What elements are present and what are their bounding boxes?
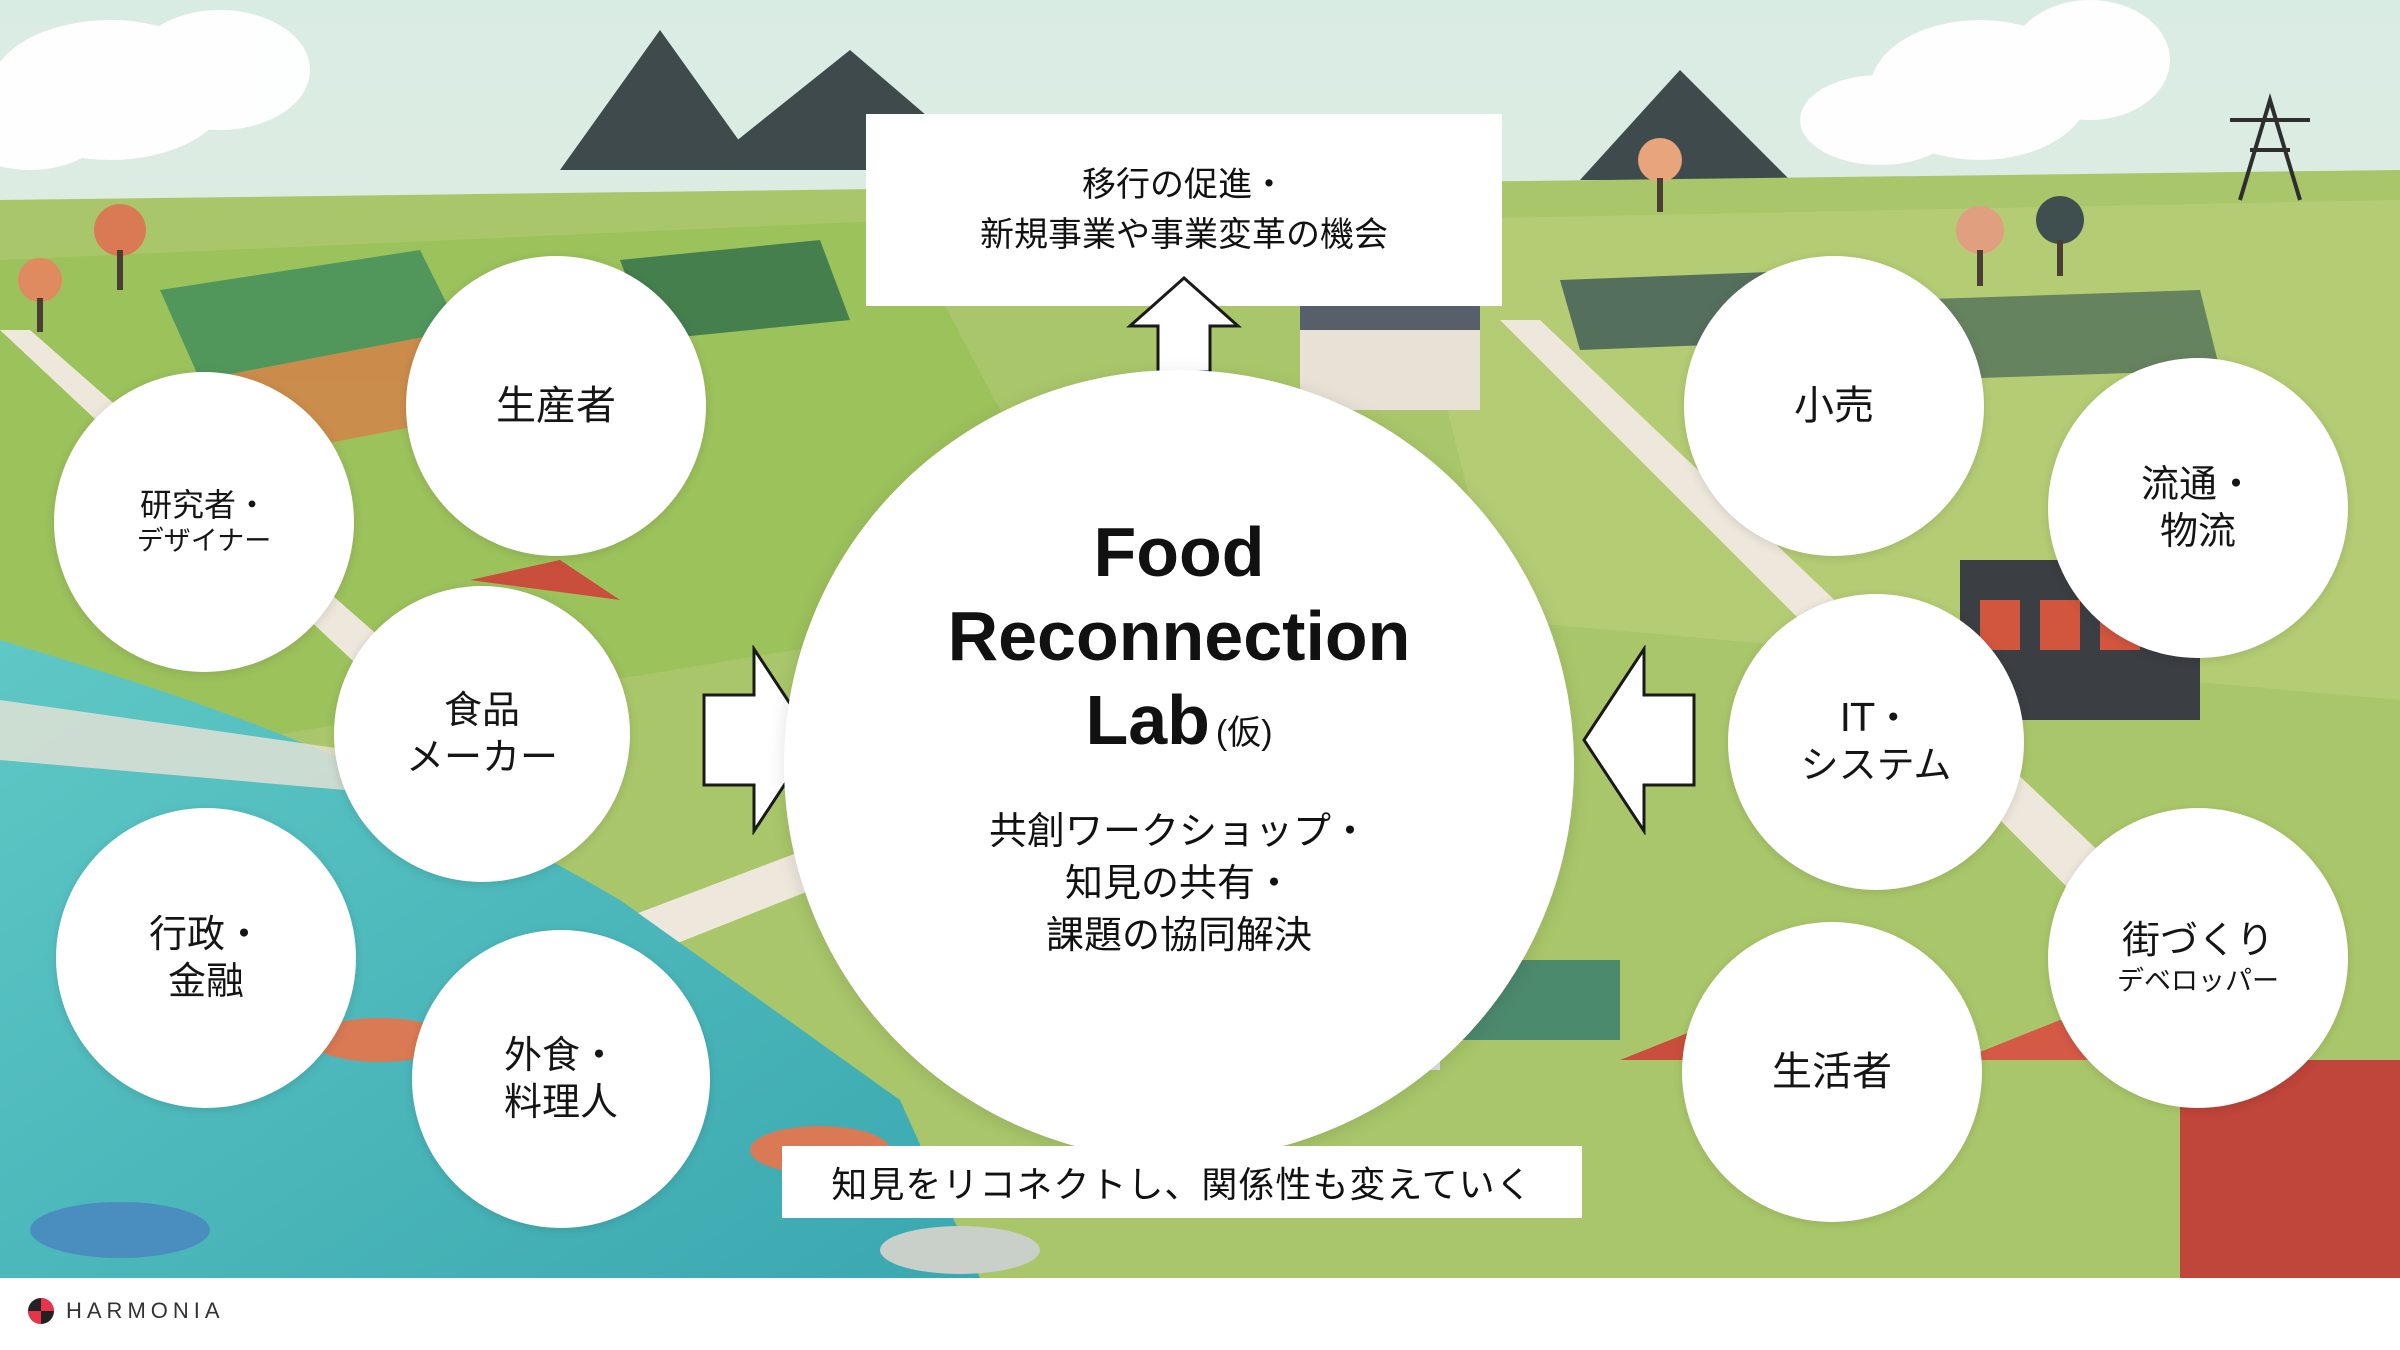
stakeholder-it-system: IT・ システム xyxy=(1728,594,2024,890)
hub-title-line: Reconnection xyxy=(947,597,1411,675)
outcome-line-2: 新規事業や事業変革の機会 xyxy=(980,215,1388,255)
reconnect-caption-box: 知見をリコネクトし、関係性も変えていく xyxy=(782,1146,1582,1218)
hub-title-suffix: (仮) xyxy=(1215,714,1273,752)
stakeholder-label: 物流 xyxy=(2159,509,2236,553)
outcome-line-1: 移行の促進・ xyxy=(1082,165,1286,205)
stakeholder-label: 食品 xyxy=(443,687,520,732)
brand-name: HARMONIA xyxy=(66,1298,225,1323)
hub-description: 共創ワークショップ・ 知見の共有・ 課題の協同解決 xyxy=(784,805,1574,961)
harmonia-logo: HARMONIA xyxy=(26,1296,225,1326)
stakeholder-label: 金融 xyxy=(167,959,244,1003)
stakeholder-label: 研究者・ xyxy=(139,486,268,525)
stakeholder-consumer: 生活者 xyxy=(1682,922,1982,1222)
harmonia-mark-icon xyxy=(28,1298,54,1324)
stakeholder-food-maker: 食品 メーカー xyxy=(334,586,630,882)
stakeholder-label: 小売 xyxy=(1794,383,1874,429)
stakeholder-label: 流通・ xyxy=(2140,461,2255,506)
stakeholder-label: 生産者 xyxy=(496,383,616,429)
food-reconnection-lab-hub: Food Reconnection Lab(仮) 共創ワークショップ・ 知見の共… xyxy=(784,370,1574,1160)
reconnect-caption: 知見をリコネクトし、関係性も変えていく xyxy=(831,1165,1533,1206)
hub-title-line: Food xyxy=(1093,513,1265,591)
hub-desc-line: 共創ワークショップ・ xyxy=(988,809,1369,853)
stakeholder-restaurant-chef: 外食・ 料理人 xyxy=(412,930,710,1228)
stakeholder-label: IT・ xyxy=(1839,695,1913,740)
stakeholder-label: 料理人 xyxy=(503,1080,618,1124)
stakeholder-label: 行政・ xyxy=(148,911,263,956)
stakeholder-label: 生活者 xyxy=(1772,1049,1892,1095)
stakeholder-label: 街づくり xyxy=(2121,918,2274,963)
stakeholder-label: 外食・ xyxy=(503,1032,618,1077)
stakeholder-sublabel: デザイナー xyxy=(136,526,272,558)
hub-title-line-3: Lab(仮) xyxy=(784,678,1574,775)
outcome-box: 移行の促進・ 新規事業や事業変革の機会 xyxy=(866,114,1502,306)
stakeholder-label: システム xyxy=(1800,743,1952,787)
stakeholder-retail: 小売 xyxy=(1684,256,1984,556)
stakeholder-town-developer: 街づくり デベロッパー xyxy=(2048,808,2348,1108)
hub-desc-line: 課題の協同解決 xyxy=(1045,913,1312,957)
stakeholder-distribution-logistics: 流通・ 物流 xyxy=(2048,358,2348,658)
stakeholder-government-finance: 行政・ 金融 xyxy=(56,808,356,1108)
stakeholder-label: メーカー xyxy=(405,735,558,779)
hub-title: Food Reconnection Lab(仮) xyxy=(784,510,1574,775)
stakeholder-producer: 生産者 xyxy=(406,256,706,556)
hub-desc-line: 知見の共有・ xyxy=(1064,861,1293,905)
stakeholder-sublabel: デベロッパー xyxy=(2117,965,2279,997)
hub-title-lab: Lab xyxy=(1085,681,1210,759)
left-arrow-icon xyxy=(1582,645,1696,835)
up-arrow-icon xyxy=(1126,276,1242,374)
stakeholder-researcher-designer: 研究者・ デザイナー xyxy=(54,372,354,672)
